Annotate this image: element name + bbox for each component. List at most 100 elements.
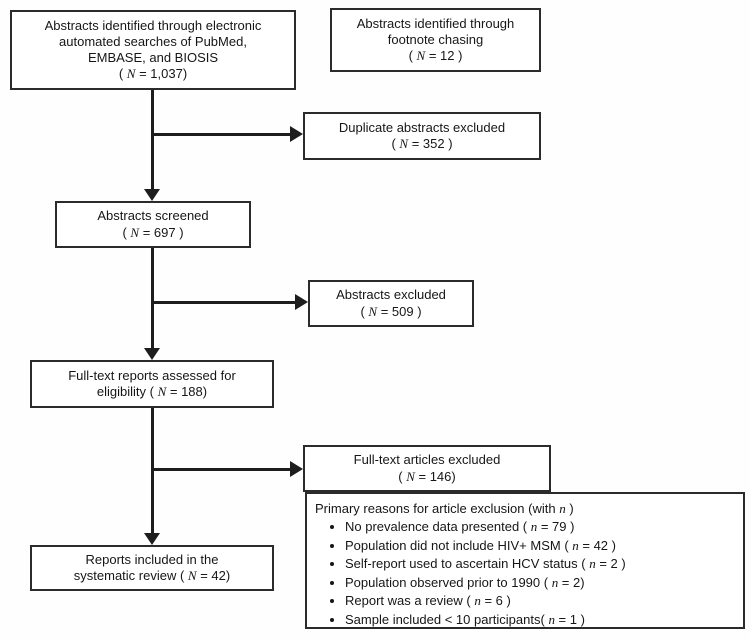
connector-vertical-1: [151, 90, 154, 189]
stat-symbol: N: [187, 568, 197, 583]
box-text-line: eligibility ( N = 188): [97, 384, 207, 400]
stat-symbol: N: [126, 66, 136, 82]
box-text-line: systematic review ( N = 42): [74, 568, 230, 584]
text-segment: Abstracts excluded: [336, 287, 446, 303]
arrowhead-right-icon: [290, 461, 303, 477]
list-item: No prevalence data presented ( n = 79 ): [345, 518, 626, 537]
node-exclusion-reasons: Primary reasons for article exclusion (w…: [305, 492, 745, 629]
stat-symbol: N: [416, 48, 426, 64]
node-abstracts-footnote-chasing: Abstracts identified through footnote ch…: [330, 8, 541, 72]
text-segment: = 509 ): [377, 303, 422, 319]
text-segment: (: [360, 303, 369, 319]
connector-branch-abstracts-excluded: [151, 301, 296, 304]
text-segment: = 79 ): [537, 519, 575, 534]
text-segment: Abstracts identified through electronic: [44, 17, 262, 33]
text-segment: = 1 ): [554, 611, 585, 627]
box-text-line: footnote chasing: [388, 32, 483, 48]
text-segment: = 146): [414, 468, 456, 484]
text-segment: Reports included in the: [85, 551, 219, 567]
text-segment: = 6 ): [480, 593, 511, 609]
text-segment: automated searches of PubMed,: [59, 33, 247, 49]
arrowhead-down-icon: [144, 348, 160, 360]
text-segment: = 12 ): [425, 48, 463, 64]
text-segment: Full-text reports assessed for: [68, 367, 236, 383]
box-text-line: Full-text articles excluded: [354, 452, 501, 468]
text-segment: Abstracts identified through: [356, 15, 515, 31]
node-fulltext-articles-excluded: Full-text articles excluded ( N = 146): [303, 445, 551, 492]
box-text-line: Full-text reports assessed for: [68, 368, 236, 384]
text-segment: Primary reasons for article exclusion (w…: [315, 501, 560, 516]
list-item: Population did not include HIV+ MSM ( n …: [345, 537, 626, 556]
box-text-line: ( N = 697 ): [122, 225, 183, 241]
box-text-line: Abstracts excluded: [336, 287, 446, 303]
text-segment: Report was a review (: [345, 593, 475, 609]
connector-vertical-2: [151, 248, 154, 348]
text-segment: Self-report used to ascertain HCV status…: [345, 556, 590, 572]
text-segment: No prevalence data presented (: [345, 519, 531, 534]
list-item: Report was a review ( n = 6 ): [345, 592, 626, 611]
stat-symbol: N: [368, 303, 378, 319]
box-text-line: Duplicate abstracts excluded: [339, 120, 505, 136]
exclusion-reasons-list: No prevalence data presented ( n = 79 ) …: [315, 518, 626, 630]
list-item: Self-report used to ascertain HCV status…: [345, 555, 626, 574]
node-fulltext-assessed: Full-text reports assessed for eligibili…: [30, 360, 274, 408]
box-text-line: ( N = 146): [398, 469, 455, 485]
text-segment: Population observed prior to 1990 (: [345, 574, 552, 590]
connector-branch-duplicates: [151, 133, 291, 136]
box-text-line: Abstracts screened: [97, 208, 208, 224]
stat-symbol: n: [589, 556, 596, 572]
stat-symbol: n: [551, 574, 559, 590]
text-segment: footnote chasing: [387, 31, 484, 47]
stat-symbol: n: [530, 519, 538, 534]
stat-symbol: N: [157, 384, 167, 399]
box-text-line: ( N = 352 ): [391, 136, 452, 152]
arrowhead-right-icon: [295, 294, 308, 310]
arrowhead-right-icon: [290, 126, 303, 142]
text-segment: (: [122, 224, 131, 240]
node-abstracts-screened: Abstracts screened ( N = 697 ): [55, 201, 251, 248]
connector-branch-fulltext-excluded: [151, 468, 291, 471]
text-segment: (: [391, 136, 400, 151]
stat-symbol: n: [548, 611, 555, 627]
text-segment: EMBASE, and BIOSIS: [87, 50, 219, 65]
stat-symbol: N: [130, 224, 140, 240]
arrowhead-down-icon: [144, 533, 160, 545]
list-item: Sample included < 10 participants( n = 1…: [345, 611, 626, 630]
node-abstracts-excluded: Abstracts excluded ( N = 509 ): [308, 280, 474, 327]
stat-symbol: n: [572, 537, 579, 553]
arrowhead-down-icon: [144, 189, 160, 201]
text-segment: (: [118, 66, 127, 82]
text-segment: Duplicate abstracts excluded: [338, 119, 506, 135]
box-text-line: Reports included in the: [86, 552, 219, 568]
text-segment: = 1,037): [135, 66, 188, 82]
node-duplicate-abstracts-excluded: Duplicate abstracts excluded ( N = 352 ): [303, 112, 541, 160]
text-segment: = 42): [196, 568, 231, 583]
text-segment: = 2): [558, 574, 585, 590]
text-segment: = 2 ): [595, 556, 626, 572]
exclusion-reasons-header: Primary reasons for article exclusion (w…: [315, 499, 574, 518]
text-segment: eligibility (: [96, 384, 158, 399]
box-text-line: Abstracts identified through: [357, 16, 515, 32]
text-segment: = 352 ): [408, 136, 453, 151]
text-segment: Full-text articles excluded: [353, 452, 501, 468]
text-segment: systematic review (: [73, 568, 188, 583]
text-segment: Sample included < 10 participants(: [345, 611, 549, 627]
stat-symbol: N: [406, 468, 415, 484]
box-text-line: ( N = 12 ): [409, 48, 463, 64]
node-abstracts-electronic-search: Abstracts identified through electronic …: [10, 10, 296, 90]
text-segment: (: [398, 468, 407, 484]
stat-symbol: n: [474, 593, 481, 609]
text-segment: = 697 ): [139, 224, 184, 240]
box-text-line: EMBASE, and BIOSIS: [88, 50, 218, 66]
text-segment: Population did not include HIV+ MSM (: [345, 537, 573, 553]
box-text-line: ( N = 1,037): [119, 66, 187, 82]
box-text-line: automated searches of PubMed,: [59, 34, 247, 50]
box-text-line: Abstracts identified through electronic: [45, 18, 262, 34]
text-segment: = 188): [166, 384, 208, 399]
stat-symbol: N: [399, 136, 409, 151]
text-segment: (: [408, 48, 417, 64]
text-segment: = 42 ): [578, 537, 616, 553]
box-text-line: ( N = 509 ): [360, 304, 421, 320]
stat-symbol: n: [559, 501, 566, 516]
